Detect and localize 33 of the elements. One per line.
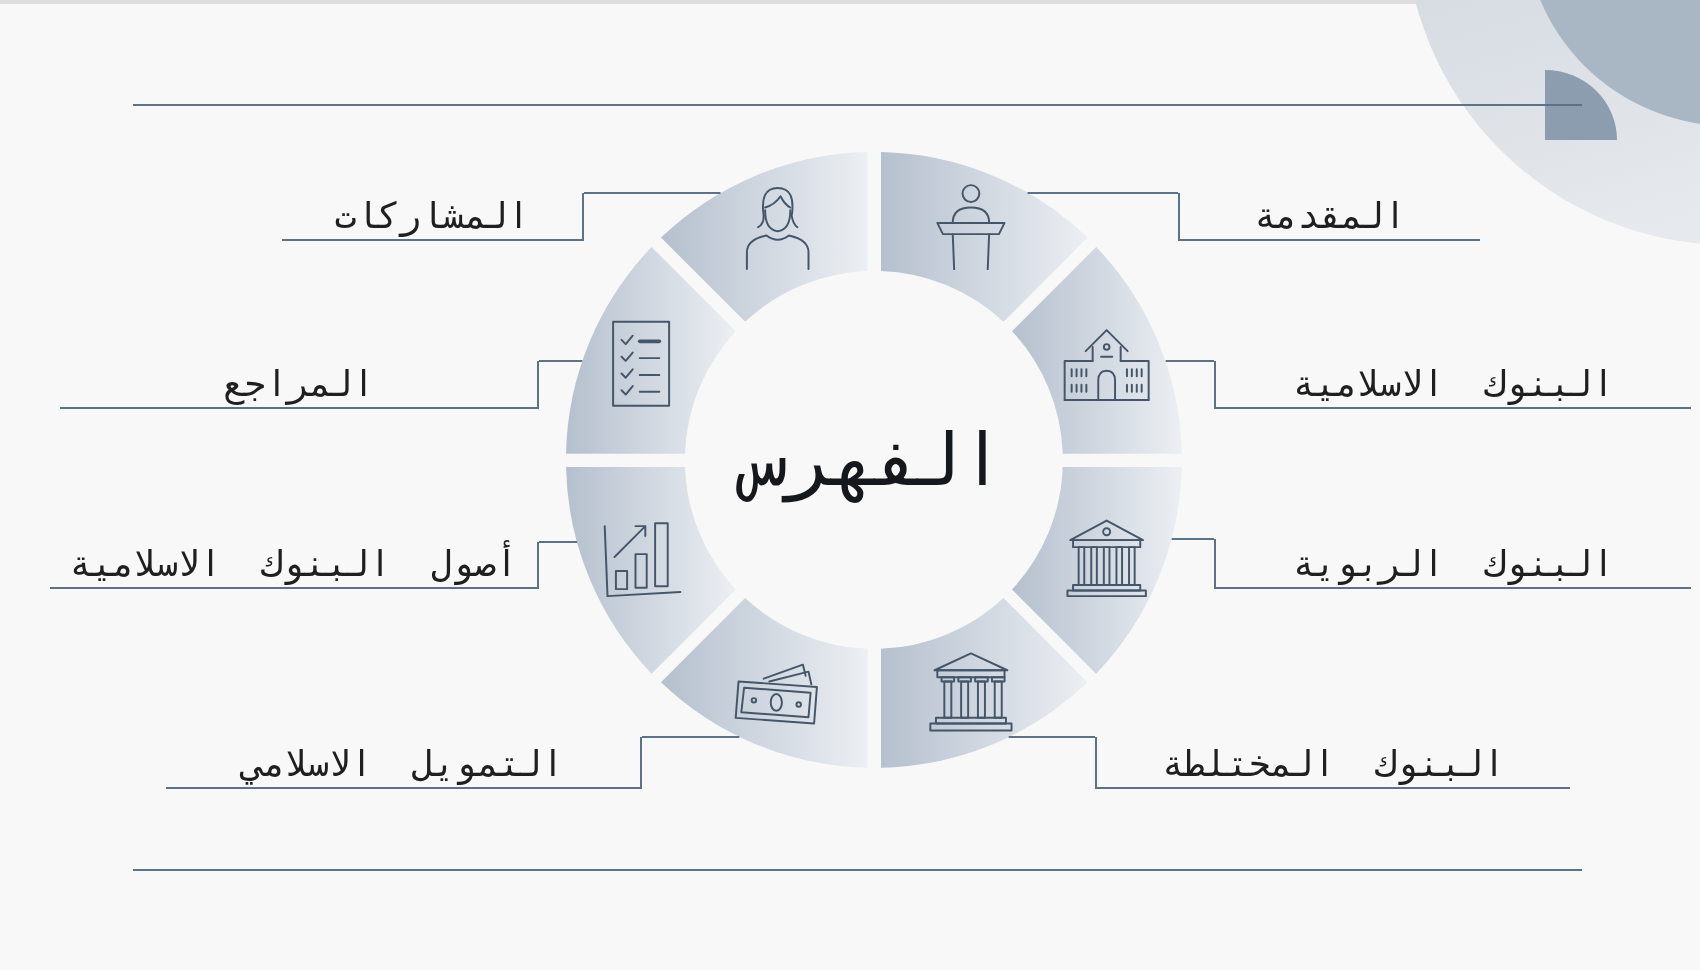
ring-sector: [1012, 246, 1182, 454]
leader-line: [538, 360, 584, 362]
entry-title: المشاركات: [334, 194, 530, 236]
entry-title: أصول البنوك الاسلامية: [69, 542, 518, 584]
toc-entry: [1178, 193, 1480, 241]
ring-sector: [880, 598, 1088, 768]
entry-title: البنوك الاسلامية: [1292, 362, 1615, 404]
ring-sector: [566, 246, 736, 454]
toc-entry: [282, 193, 584, 241]
toc-entry: [1214, 539, 1691, 589]
entry-title: المراجع: [222, 362, 375, 404]
index-title: الفهرس: [719, 406, 1029, 514]
ring-sector: [566, 466, 736, 674]
toc-entry: [50, 542, 539, 589]
leader-line: [538, 541, 579, 543]
entry-title: المقدمة: [1254, 194, 1406, 236]
entry-title: التمويل الاسلامي: [242, 742, 564, 784]
entry-title: البنوك الربوية: [1292, 542, 1615, 584]
ring-sector: [660, 598, 868, 768]
ring-sector: [880, 152, 1088, 322]
leader-line: [1170, 538, 1215, 540]
toc-entry: [60, 361, 539, 409]
ring-sector: [1012, 466, 1182, 674]
leader-line: [641, 736, 741, 738]
ring-sector: [660, 152, 868, 322]
leader-line: [583, 192, 722, 194]
leader-line: [1164, 360, 1215, 362]
toc-entry: [1214, 361, 1691, 409]
leader-line: [1026, 192, 1179, 194]
leader-line: [1007, 736, 1096, 738]
entry-title: البنوك المختلطة: [1161, 742, 1506, 784]
toc-entry: [1095, 737, 1570, 789]
toc-entry: [166, 737, 642, 789]
